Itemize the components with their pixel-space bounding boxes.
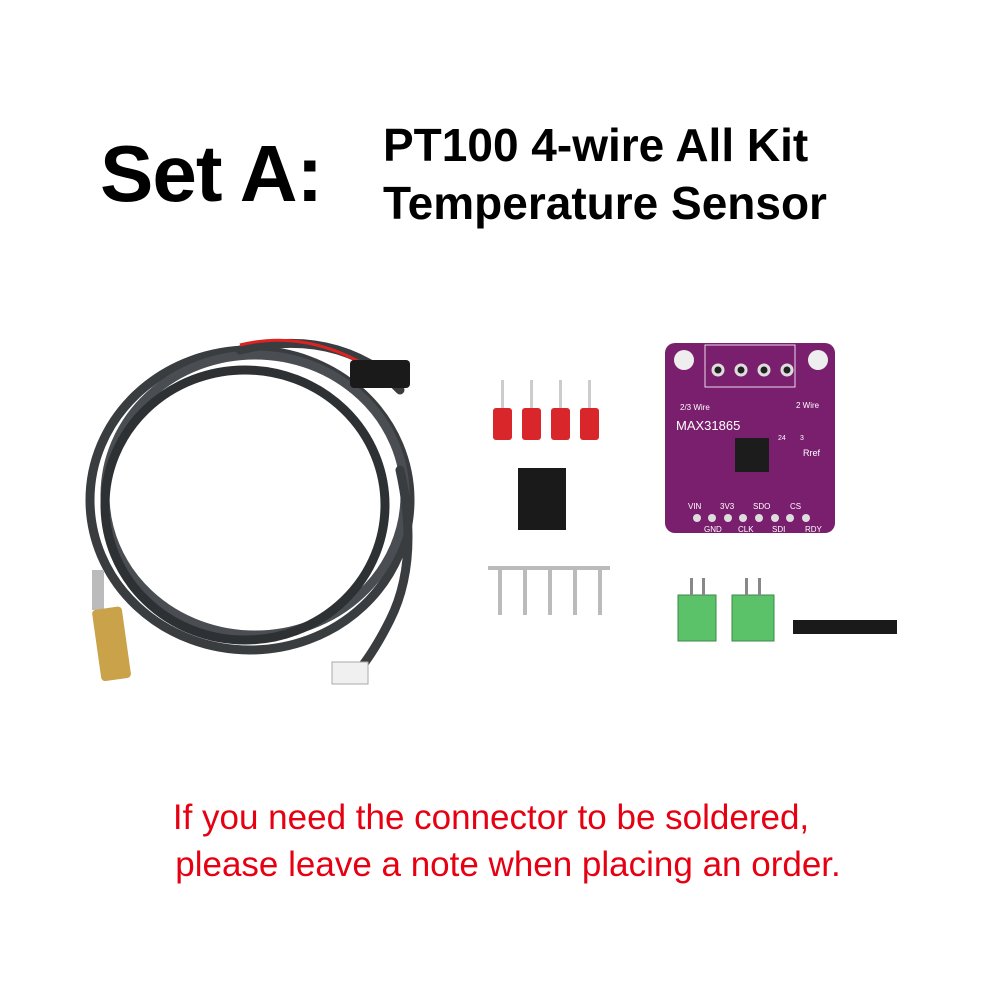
- cable-connector-housing: [350, 360, 410, 388]
- sensor-probe-steel: [92, 570, 104, 610]
- svg-text:3: 3: [800, 435, 804, 442]
- svg-text:24: 24: [778, 435, 786, 442]
- jst-connector: [331, 661, 369, 685]
- title-line-2: Temperature Sensor: [383, 177, 827, 229]
- svg-text:SDO: SDO: [753, 502, 770, 511]
- svg-text:GND: GND: [704, 525, 722, 534]
- footer-note-line-1: If you need the connector to be soldered…: [172, 798, 810, 837]
- dupont-housing: [518, 468, 566, 530]
- svg-text:SDI: SDI: [772, 525, 785, 534]
- svg-text:3V3: 3V3: [720, 502, 735, 511]
- pt100-cable: [85, 338, 415, 685]
- svg-text:RDY: RDY: [805, 525, 823, 534]
- svg-text:Rref: Rref: [803, 448, 821, 458]
- svg-text:VIN: VIN: [688, 502, 702, 511]
- ferrules: [493, 380, 599, 440]
- svg-text:2 Wire: 2 Wire: [796, 401, 820, 410]
- footer-note-line-2: please leave a note when placing an orde…: [175, 845, 841, 884]
- set-label: Set A:: [100, 129, 323, 218]
- svg-text:2/3 Wire: 2/3 Wire: [680, 403, 710, 412]
- svg-text:CLK: CLK: [738, 525, 754, 534]
- pin-header: [793, 620, 897, 634]
- svg-text:CS: CS: [790, 502, 801, 511]
- crimp-pins: [488, 566, 610, 615]
- max31865-board: MAX31865 2/3 Wire 2 Wire 24 3 Rref VIN G…: [665, 343, 835, 534]
- title-line-1: PT100 4-wire All Kit: [383, 119, 809, 171]
- terminal-blocks: [677, 594, 775, 642]
- chip-label: MAX31865: [676, 418, 740, 433]
- sensor-probe-tip: [92, 606, 131, 682]
